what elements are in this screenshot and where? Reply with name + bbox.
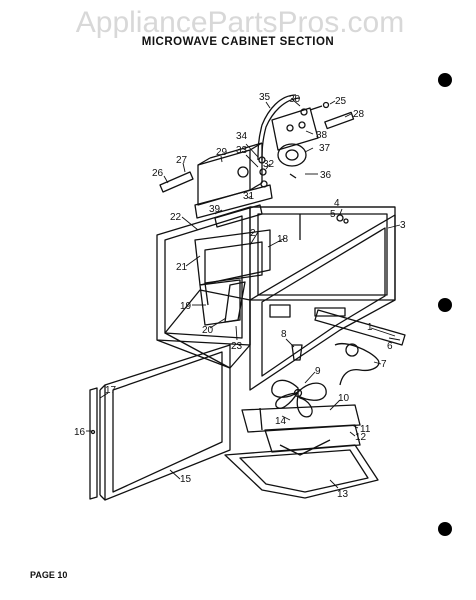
lamp-8 bbox=[291, 344, 303, 361]
label-18: 18 bbox=[277, 234, 289, 245]
page-number: PAGE 10 bbox=[30, 570, 68, 580]
binder-hole-top bbox=[438, 73, 452, 87]
grille-12 bbox=[264, 424, 361, 456]
front-chassis bbox=[249, 214, 396, 391]
label-19: 19 bbox=[180, 301, 192, 312]
bracket bbox=[194, 184, 273, 228]
rod-6 bbox=[314, 309, 406, 346]
label-15: 15 bbox=[180, 474, 192, 485]
fan-9 bbox=[271, 379, 327, 418]
label-28: 28 bbox=[353, 109, 365, 120]
label-8: 8 bbox=[281, 329, 287, 340]
label-31: 31 bbox=[243, 191, 255, 202]
door-15 bbox=[99, 344, 231, 501]
binder-hole-bottom bbox=[438, 522, 452, 536]
label-2: 2 bbox=[250, 228, 256, 239]
leader-lines bbox=[86, 99, 401, 489]
label-30: 30 bbox=[289, 94, 301, 105]
part-number-labels: 35 30 25 28 38 37 36 34 33 32 29 27 26 3… bbox=[74, 92, 406, 500]
fuse-28 bbox=[324, 111, 355, 130]
label-36: 36 bbox=[320, 170, 332, 181]
label-5: 5 bbox=[330, 209, 336, 220]
cavity-base bbox=[164, 229, 271, 369]
label-37: 37 bbox=[319, 143, 331, 154]
label-11: 11 bbox=[360, 424, 371, 435]
diagram-title: MICROWAVE CABINET SECTION bbox=[141, 36, 335, 48]
plate-38 bbox=[271, 107, 319, 151]
small-hardware bbox=[258, 101, 349, 224]
label-26: 26 bbox=[152, 168, 164, 179]
back-panel bbox=[249, 206, 396, 301]
label-20: 20 bbox=[202, 325, 214, 336]
binder-hole-middle bbox=[438, 298, 452, 312]
motor-37 bbox=[277, 143, 307, 167]
label-32: 32 bbox=[263, 159, 275, 170]
label-7: 7 bbox=[381, 359, 387, 370]
label-22: 22 bbox=[170, 212, 182, 223]
label-12: 12 bbox=[355, 432, 367, 443]
label-29: 29 bbox=[216, 147, 228, 158]
pin-26 bbox=[159, 171, 194, 193]
label-35: 35 bbox=[259, 92, 271, 103]
label-4: 4 bbox=[334, 198, 340, 209]
label-14: 14 bbox=[275, 416, 287, 427]
base-tray-13 bbox=[224, 444, 379, 499]
cord-7 bbox=[334, 343, 380, 386]
label-38: 38 bbox=[316, 130, 328, 141]
cable-35 bbox=[257, 94, 301, 161]
label-9: 9 bbox=[315, 366, 321, 377]
label-1: 1 bbox=[367, 322, 373, 333]
site-watermark: AppliancePartsPros.com bbox=[75, 6, 405, 39]
label-34: 34 bbox=[236, 131, 248, 142]
label-10: 10 bbox=[338, 393, 350, 404]
magnetron-assembly bbox=[204, 241, 263, 323]
label-21: 21 bbox=[176, 262, 188, 273]
cabinet-wrapper bbox=[156, 206, 395, 369]
bracket-10 bbox=[241, 404, 361, 433]
label-25: 25 bbox=[335, 96, 347, 107]
label-16: 16 bbox=[74, 427, 86, 438]
label-27: 27 bbox=[176, 155, 188, 166]
hinge-strip-17 bbox=[89, 387, 98, 500]
label-3: 3 bbox=[400, 220, 406, 231]
label-17: 17 bbox=[105, 385, 117, 396]
label-33: 33 bbox=[236, 145, 248, 156]
label-23: 23 bbox=[231, 341, 243, 352]
label-13: 13 bbox=[337, 489, 349, 500]
label-6: 6 bbox=[387, 341, 393, 352]
label-39: 39 bbox=[209, 204, 221, 215]
